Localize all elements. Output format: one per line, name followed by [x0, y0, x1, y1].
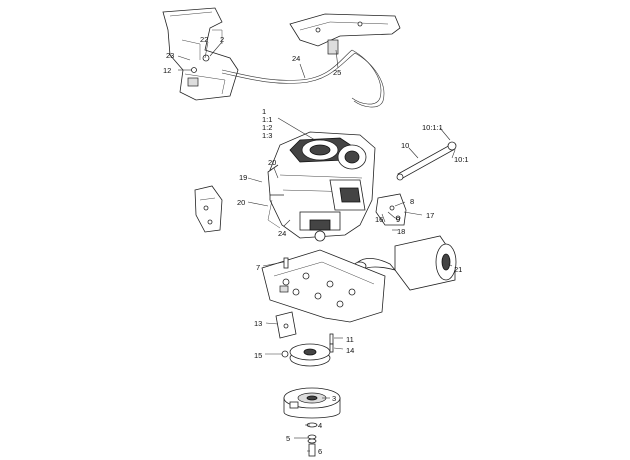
callout-5: 5	[286, 434, 290, 443]
callout-19: 19	[239, 173, 247, 182]
callout-22: 22	[200, 35, 208, 44]
bracket-13	[275, 311, 297, 339]
leader-lines	[177, 41, 456, 452]
callout-12: 12	[163, 66, 171, 75]
callout-17: 17	[426, 211, 434, 220]
callout-8: 8	[410, 197, 414, 206]
callout-10-1-1: 10:1:1	[422, 123, 443, 132]
engine-deck-plate	[261, 249, 386, 323]
callout-18: 18	[397, 227, 405, 236]
callout-11: 11	[346, 335, 354, 344]
drive-shaft	[396, 141, 457, 181]
callout-6: 6	[318, 447, 322, 456]
callout-15: 15	[254, 351, 262, 360]
bolt-7	[283, 257, 289, 269]
pulley	[281, 343, 331, 367]
callout-25: 25	[333, 68, 341, 77]
callout-4: 4	[318, 421, 322, 430]
callout-23: 23	[166, 51, 174, 60]
callout-1: 1	[262, 107, 266, 116]
engine	[267, 131, 376, 242]
clutch-hardware	[306, 422, 318, 457]
muffler	[353, 235, 457, 291]
callout-9: 9	[396, 215, 400, 224]
callout-20-upper: 20	[268, 158, 276, 167]
mounting-plate	[289, 13, 401, 55]
engine-side-bracket	[194, 185, 223, 233]
callout-14: 14	[346, 346, 354, 355]
callout-labels: 1 1:1 1:2 1:3 2 22 23 12 24 25 20 19 20 …	[163, 35, 469, 456]
throttle-bracket-assembly	[162, 7, 239, 101]
callout-20-lower: 20	[237, 198, 245, 207]
electric-clutch	[283, 387, 341, 419]
callout-1-1: 1:1	[262, 115, 272, 124]
callout-7: 7	[256, 263, 260, 272]
throttle-cable	[221, 49, 385, 108]
callout-10: 10	[401, 141, 409, 150]
callout-2: 2	[220, 35, 224, 44]
callout-24-engine: 24	[278, 229, 286, 238]
callout-16: 16	[375, 215, 383, 224]
callout-13: 13	[254, 319, 262, 328]
callout-3: 3	[332, 394, 336, 403]
callout-24-top: 24	[292, 54, 300, 63]
bolts-11-14	[329, 333, 334, 353]
callout-21: 21	[454, 265, 462, 274]
callout-1-3: 1:3	[262, 131, 272, 140]
callout-1-2: 1:2	[262, 123, 272, 132]
callout-10-1: 10:1	[454, 155, 469, 164]
